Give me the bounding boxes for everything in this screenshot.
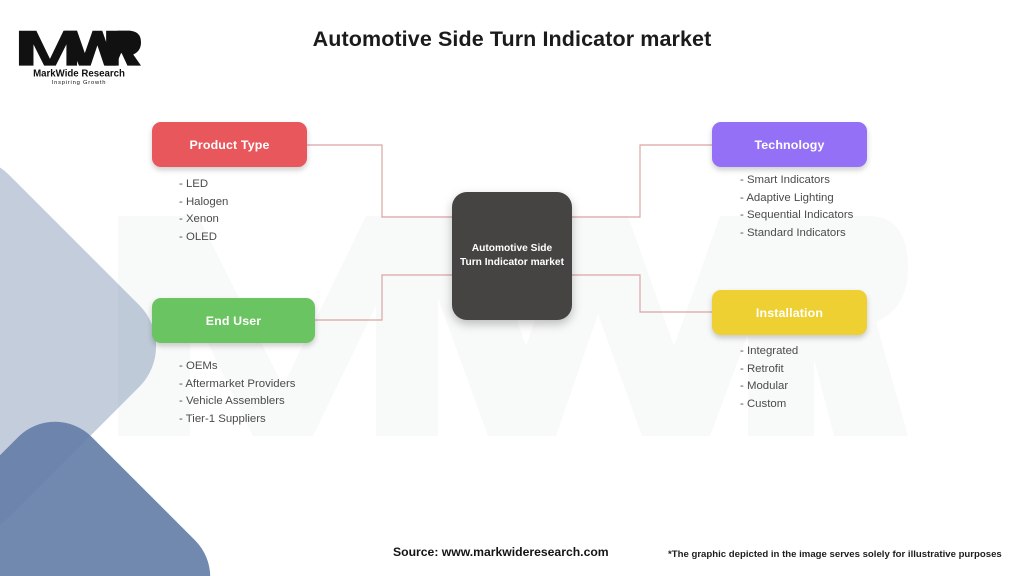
list-item: - LED	[179, 178, 209, 190]
branch-node-end-user[interactable]: End User	[152, 298, 315, 343]
branch-label-end-user: End User	[205, 313, 262, 328]
branch-label-installation: Installation	[755, 305, 824, 320]
list-item: - OLED	[179, 230, 217, 243]
list-item: - Sequential Indicators	[740, 209, 854, 222]
source-label: Source: www.markwideresearch.com	[393, 545, 609, 559]
list-item: - Custom	[740, 397, 787, 410]
list-item: - Tier-1 Suppliers	[179, 412, 266, 425]
branch-label-product-type: Product Type	[189, 137, 270, 152]
bullet-list-technology: - Smart Indicators - Adaptive Lighting -…	[740, 172, 853, 242]
list-item: - Retrofit	[740, 362, 784, 375]
markwide-research-logo: MarkWide Research Inspiring Growth	[16, 24, 142, 86]
center-node-label: Automotive Side Turn Indicator market	[460, 242, 564, 268]
disclaimer-note: *The graphic depicted in the image serve…	[668, 549, 1002, 560]
logo-name: MarkWide Research	[33, 68, 125, 79]
connector-installation	[572, 274, 712, 313]
branch-node-product-type[interactable]: Product Type	[152, 122, 307, 167]
center-node[interactable]: Automotive Side Turn Indicator market	[452, 192, 572, 320]
connector-end-user	[315, 274, 452, 321]
list-item: - Xenon	[179, 213, 219, 226]
list-item: - Modular	[740, 380, 789, 393]
list-item: - Integrated	[740, 345, 799, 357]
list-item: - Adaptive Lighting	[740, 191, 834, 204]
branch-node-installation[interactable]: Installation	[712, 290, 867, 335]
list-item: - Standard Indicators	[740, 226, 846, 239]
list-item: - Aftermarket Providers	[179, 377, 296, 390]
page-title: Automotive Side Turn Indicator market	[312, 27, 712, 51]
bullet-list-installation: - Integrated - Retrofit - Modular - Cust…	[740, 343, 798, 413]
bullet-list-end-user: - OEMs - Aftermarket Providers - Vehicle…	[179, 358, 295, 428]
list-item: - Vehicle Assemblers	[179, 395, 285, 408]
list-item: - Halogen	[179, 195, 229, 208]
branch-node-technology[interactable]: Technology	[712, 122, 867, 167]
branch-label-technology: Technology	[754, 137, 825, 152]
connector-product-type	[307, 144, 452, 218]
list-item: - OEMs	[179, 360, 218, 372]
bullet-list-product-type: - LED - Halogen - Xenon - OLED	[179, 176, 228, 246]
list-item: - Smart Indicators	[740, 174, 830, 186]
logo-tagline: Inspiring Growth	[52, 80, 107, 86]
connector-technology	[572, 144, 712, 218]
